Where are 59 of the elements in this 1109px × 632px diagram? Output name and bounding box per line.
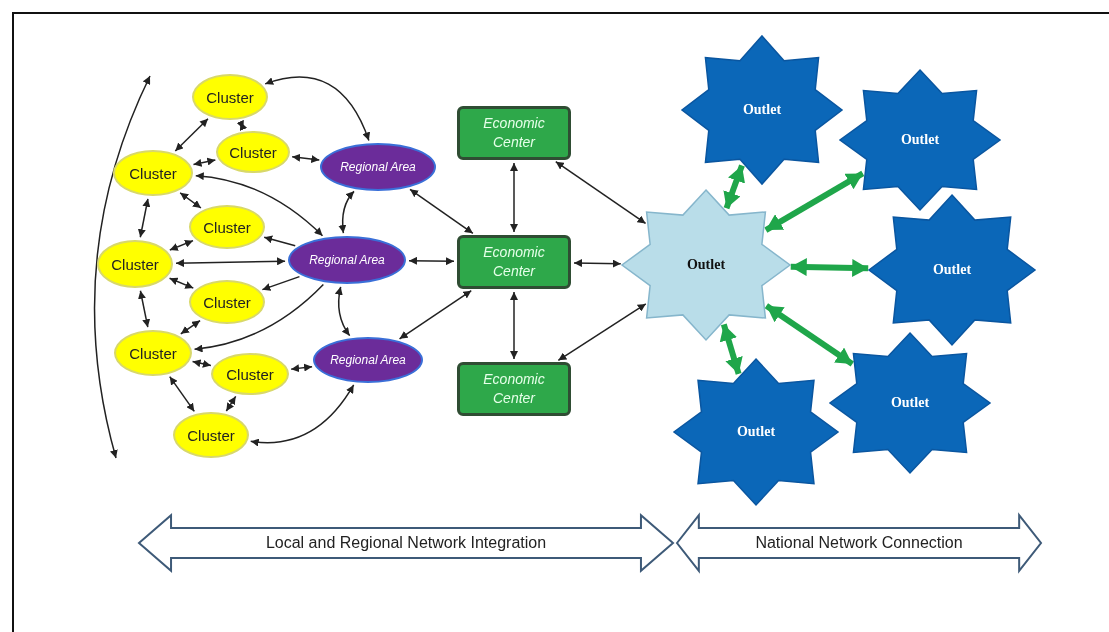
region-oval: Regional Area (313, 337, 423, 383)
outlet-star: Outlet (682, 36, 842, 184)
outlet-star: Outlet (840, 70, 1000, 210)
arrow (723, 164, 745, 210)
arrow (409, 188, 474, 235)
center-box: Economic Center (457, 362, 571, 416)
arrow (191, 359, 212, 368)
region-oval: Regional Area (288, 236, 406, 284)
block-arrow: Local and Regional Network Integration (139, 514, 673, 572)
arrow (168, 277, 195, 289)
center-box: Economic Center (457, 235, 571, 289)
arrow (510, 162, 518, 233)
arrow (174, 117, 209, 152)
center-box: Economic Center (457, 106, 571, 160)
arrow (557, 303, 647, 362)
arrow (290, 363, 313, 373)
arrow (555, 160, 647, 225)
arrow (263, 235, 296, 247)
arrow (169, 375, 196, 413)
arrow (169, 239, 194, 251)
arrow (398, 289, 473, 340)
cluster-oval: Cluster (192, 74, 268, 120)
region-oval: Regional Area (320, 143, 436, 191)
outlet-star: Outlet (830, 333, 990, 473)
arrow (180, 319, 201, 335)
arrow (192, 157, 217, 167)
arrow (719, 323, 743, 375)
arrow (335, 286, 351, 337)
arrow (137, 198, 151, 238)
arrow (175, 257, 286, 268)
cluster-oval: Cluster (173, 412, 249, 458)
arrow (261, 275, 301, 291)
block-arrow: National Network Connection (677, 514, 1041, 572)
arrow (138, 290, 151, 328)
cluster-oval: Cluster (189, 280, 265, 324)
cluster-oval: Cluster (97, 240, 173, 288)
arrow (764, 303, 854, 367)
arrow (225, 395, 237, 412)
cluster-oval: Cluster (211, 353, 289, 395)
arrow (236, 119, 248, 131)
cluster-oval: Cluster (189, 205, 265, 249)
arrow (510, 291, 518, 360)
cluster-oval: Cluster (114, 330, 192, 376)
arrow (179, 192, 202, 209)
hub-star: Outlet (622, 190, 790, 340)
arrow (790, 258, 869, 277)
arrow (264, 76, 370, 142)
outlet-star: Outlet (869, 195, 1035, 345)
arrow (195, 172, 324, 237)
arrow (573, 259, 622, 268)
arrow (408, 256, 455, 266)
outlet-star: Outlet (674, 359, 838, 505)
arrow (291, 153, 321, 163)
arrow (193, 283, 325, 353)
arrow (338, 190, 355, 234)
cluster-oval: Cluster (216, 131, 290, 173)
cluster-oval: Cluster (113, 150, 193, 196)
arrow (249, 384, 355, 447)
arrow (764, 170, 865, 233)
